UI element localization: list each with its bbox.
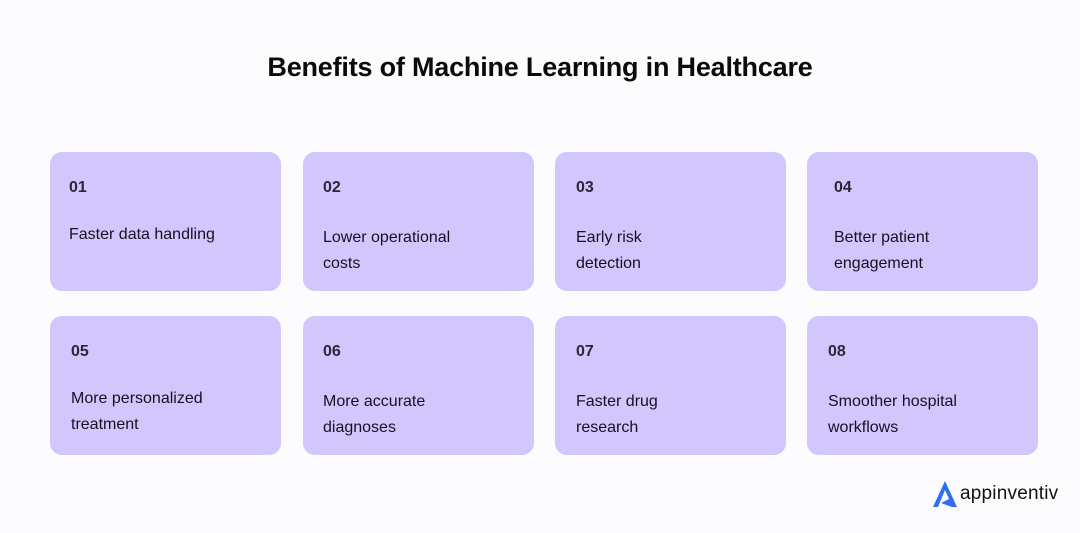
card-number: 06: [323, 343, 341, 360]
card-text: More personalized treatment: [71, 390, 203, 433]
card-text: Faster data handling: [69, 226, 215, 243]
benefit-card-06: 06 More accurate diagnoses: [303, 316, 534, 455]
card-number: 08: [828, 343, 846, 360]
benefit-card-01: 01 Faster data handling: [50, 152, 281, 291]
benefit-card-07: 07 Faster drug research: [555, 316, 786, 455]
benefit-card-04: 04 Better patient engagement: [807, 152, 1038, 291]
logo-wordmark: appinventiv: [960, 483, 1059, 504]
card-text: Smoother hospital workflows: [828, 393, 957, 436]
page-title: Benefits of Machine Learning in Healthca…: [267, 52, 813, 82]
benefit-card-08: 08 Smoother hospital workflows: [807, 316, 1038, 455]
appinventiv-logo: appinventiv: [932, 480, 1058, 508]
card-number: 03: [576, 179, 594, 196]
card-text: Lower operational costs: [323, 229, 451, 272]
card-text: Faster drug research: [576, 393, 658, 436]
card-number: 04: [834, 179, 852, 196]
benefit-card-05: 05 More personalized treatment: [50, 316, 281, 455]
card-number: 02: [323, 179, 341, 196]
benefit-card-03: 03 Early risk detection: [555, 152, 786, 291]
card-number: 05: [71, 343, 89, 360]
benefit-card-02: 02 Lower operational costs: [303, 152, 534, 291]
card-text: More accurate diagnoses: [323, 393, 426, 436]
card-number: 07: [576, 343, 594, 360]
card-number: 01: [69, 179, 87, 196]
card-text: Better patient engagement: [834, 229, 930, 272]
appinventiv-a-icon: [932, 480, 958, 508]
card-text: Early risk detection: [576, 229, 642, 272]
